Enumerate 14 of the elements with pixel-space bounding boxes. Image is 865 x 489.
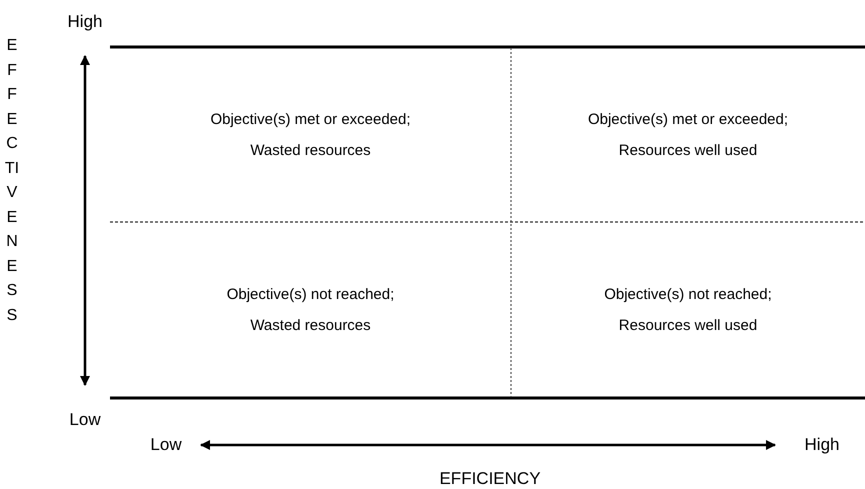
objective-status: Objective(s) met or exceeded; bbox=[588, 110, 788, 128]
resource-status: Resources well used bbox=[618, 140, 758, 160]
axis-end-label: Low bbox=[69, 410, 101, 430]
objective-status: Objective(s) not reached; bbox=[604, 285, 772, 304]
objective-status: Objective(s) not reached; bbox=[226, 285, 394, 304]
axis-title: EFFECTIVENESS bbox=[4, 36, 20, 326]
objective-status: Objective(s) met or exceeded; bbox=[210, 110, 411, 128]
axis-title: EFFICIENCY bbox=[439, 469, 541, 489]
resource-status: Wasted resources bbox=[250, 140, 371, 160]
axis-end-label: Low bbox=[150, 435, 182, 455]
axis-end-label: High bbox=[68, 12, 102, 32]
axis-end-label: High bbox=[804, 435, 840, 455]
resource-status: Wasted resources bbox=[250, 316, 371, 335]
resource-status: Resources well used bbox=[618, 316, 758, 335]
